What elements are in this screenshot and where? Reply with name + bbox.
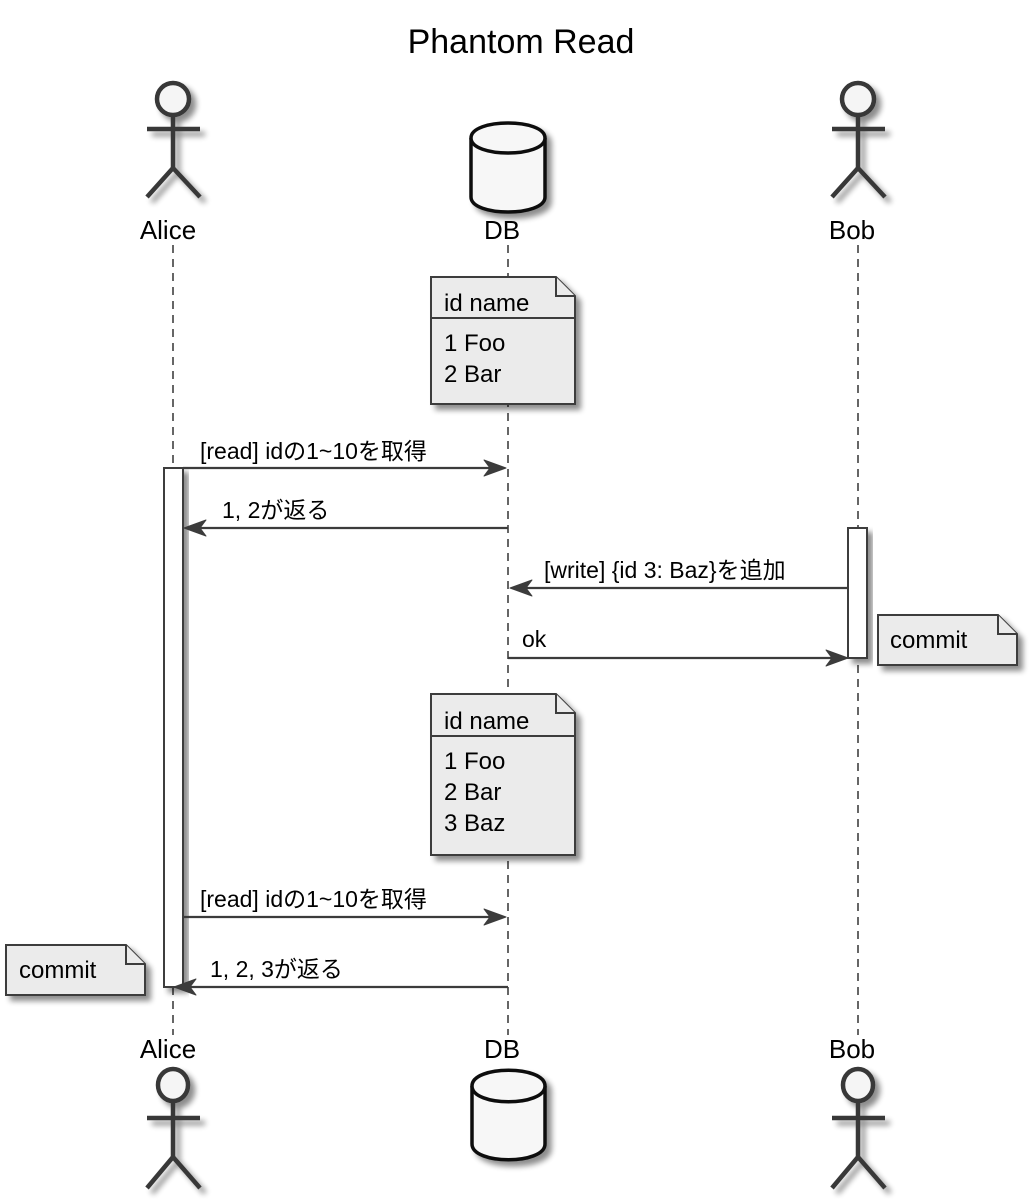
- participant-bob-bottom[interactable]: Bob: [829, 1034, 887, 1190]
- arrowhead-icon: [509, 579, 533, 597]
- arrowhead-icon: [173, 978, 197, 996]
- message-bob-to-db-write: [write] {id 3: Baz}を追加: [509, 557, 848, 597]
- arrowhead-icon: [483, 908, 507, 926]
- participant-label: Bob: [829, 215, 875, 245]
- note-row: 3 Baz: [444, 810, 505, 837]
- activation-bar-bob: [847, 527, 868, 659]
- participant-alice-top[interactable]: Alice: [140, 80, 202, 245]
- message-label: [write] {id 3: Baz}を追加: [544, 557, 786, 583]
- message-label: [read] idの1~10を取得: [200, 886, 427, 912]
- participant-label: Alice: [140, 1034, 196, 1064]
- participant-label: DB: [484, 1034, 520, 1064]
- actor-icon: [830, 80, 887, 199]
- participant-db-top[interactable]: DB: [469, 121, 547, 245]
- note-row: 1 Foo: [444, 748, 505, 775]
- participant-label: DB: [484, 215, 520, 245]
- activation-bar-alice: [163, 467, 184, 988]
- participant-label: Alice: [140, 215, 196, 245]
- message-label: ok: [522, 626, 547, 652]
- note-text: commit: [890, 627, 968, 654]
- arrowhead-icon: [825, 649, 849, 667]
- note-row: 2 Bar: [444, 779, 501, 806]
- message-alice-to-db-read-2: [read] idの1~10を取得: [183, 886, 507, 926]
- message-label: 1, 2が返る: [222, 497, 329, 523]
- note-commit-alice: commit: [5, 944, 146, 996]
- note-header: id name: [444, 708, 529, 735]
- database-icon: [469, 121, 547, 214]
- participant-label: Bob: [829, 1034, 875, 1064]
- actor-icon: [145, 1066, 202, 1190]
- diagram-title: Phantom Read: [408, 23, 635, 61]
- message-db-to-alice-result-1: 1, 2が返る: [183, 497, 508, 537]
- note-commit-bob: commit: [877, 614, 1018, 666]
- message-db-to-bob-ok: ok: [508, 626, 849, 667]
- message-label: [read] idの1~10を取得: [200, 438, 427, 464]
- message-label: 1, 2, 3が返る: [210, 956, 343, 982]
- note-db-state-2: id name 1 Foo 2 Bar 3 Baz: [430, 693, 576, 856]
- message-alice-to-db-read-1: [read] idの1~10を取得: [183, 438, 507, 477]
- note-header: id name: [444, 290, 529, 317]
- note-row: 2 Bar: [444, 361, 501, 388]
- note-db-state-1: id name 1 Foo 2 Bar: [430, 276, 576, 405]
- arrowhead-icon: [183, 519, 207, 537]
- participant-alice-bottom[interactable]: Alice: [140, 1034, 202, 1190]
- participant-db-bottom[interactable]: DB: [470, 1034, 547, 1162]
- actor-icon: [830, 1066, 887, 1190]
- actor-icon: [145, 80, 202, 199]
- participant-bob-top[interactable]: Bob: [829, 80, 887, 245]
- note-row: 1 Foo: [444, 330, 505, 357]
- database-icon: [470, 1068, 547, 1162]
- message-db-to-alice-result-2: 1, 2, 3が返る: [173, 956, 508, 996]
- note-text: commit: [19, 957, 97, 984]
- arrowhead-icon: [483, 459, 507, 477]
